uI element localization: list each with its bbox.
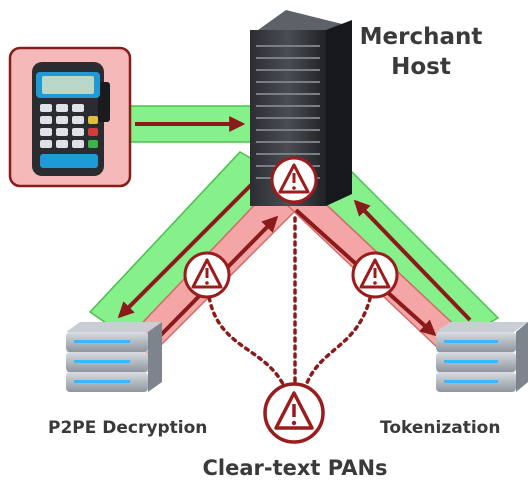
payment-terminal-icon: [8, 46, 132, 188]
arrow-token-to-host: [353, 199, 472, 322]
server-rack-icon: [250, 10, 352, 206]
warning-triangle-icon: [270, 156, 318, 204]
arrow-host-to-p2pe: [117, 182, 254, 319]
warning-triangle-icon: [351, 251, 399, 299]
clear-text-pans-label: Clear-text PANs: [202, 456, 388, 480]
merchant-host-label-line1: Merchant: [359, 24, 483, 50]
warning-triangle-icon: [183, 251, 231, 299]
server-stack-icon: [436, 322, 528, 392]
terminal-host-path: [129, 105, 253, 143]
tokenization-label: Tokenization: [380, 418, 501, 438]
warning-triangle-icon: [263, 382, 325, 444]
p2pe-decryption-label: P2PE Decryption: [48, 418, 208, 438]
exposure-dotted-lines: [206, 216, 374, 390]
server-stack-icon: [66, 322, 162, 392]
merchant-host-label-line2: Host: [391, 54, 451, 80]
merchant-host-label: Merchant Host: [346, 22, 496, 82]
